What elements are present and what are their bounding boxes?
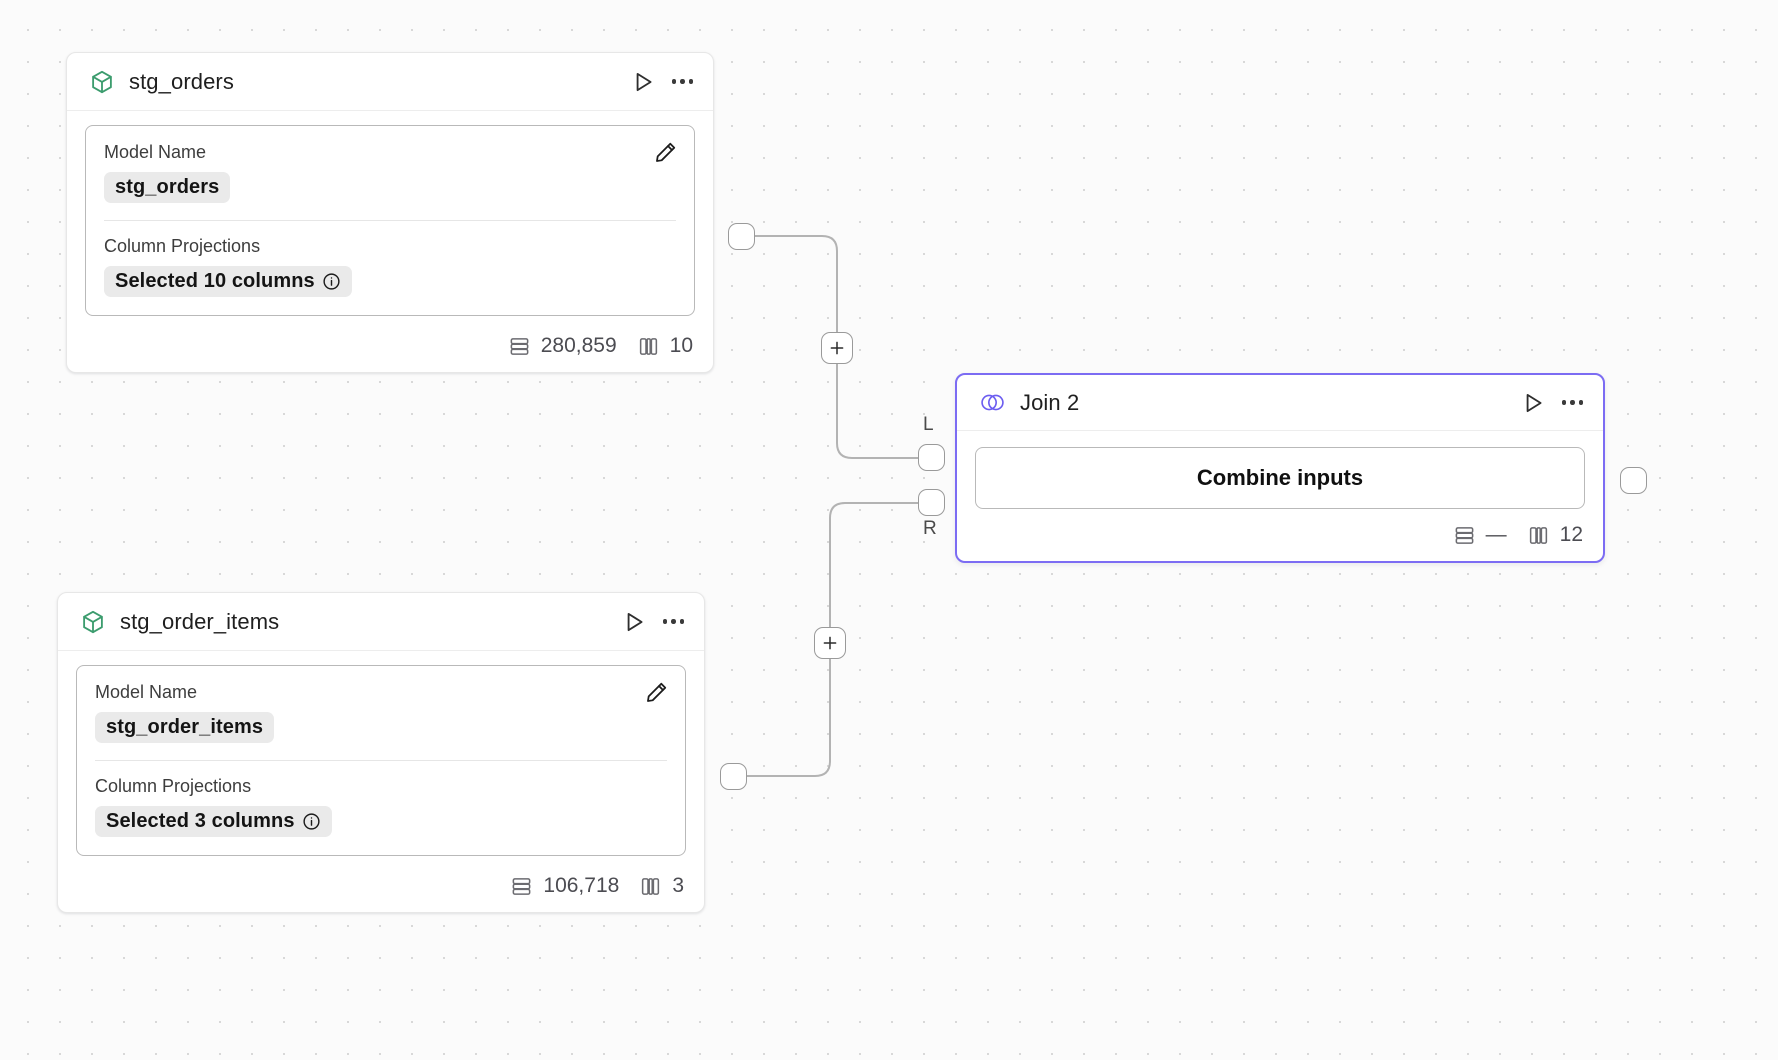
more-options-icon[interactable] bbox=[1561, 400, 1583, 405]
node-footer: — 12 bbox=[957, 515, 1603, 561]
stat-rows-value: 280,859 bbox=[540, 334, 617, 357]
field-divider bbox=[104, 220, 676, 221]
stat-rows: 106,718 bbox=[510, 874, 619, 898]
field-value-column-projections[interactable]: Selected 10 columns bbox=[104, 266, 352, 297]
cube-icon bbox=[89, 69, 115, 95]
stat-rows: — bbox=[1453, 523, 1507, 547]
field-label-model-name: Model Name bbox=[95, 682, 198, 702]
node-body: Model Name stg_orders Column Projections… bbox=[67, 111, 713, 326]
output-port-join-2[interactable] bbox=[1620, 467, 1647, 494]
more-options-icon[interactable] bbox=[662, 619, 684, 624]
stat-columns-value: 3 bbox=[672, 874, 684, 897]
config-box: Model Name stg_orders Column Projections… bbox=[85, 125, 695, 316]
node-footer: 280,859 10 bbox=[67, 326, 713, 372]
cube-icon bbox=[80, 609, 106, 635]
node-title: Join 2 bbox=[1020, 389, 1080, 415]
node-body: Model Name stg_order_items Column Projec… bbox=[58, 651, 704, 866]
node-join-2[interactable]: Join 2 Combine inputs bbox=[955, 373, 1605, 563]
input-port-label-right: R bbox=[923, 518, 937, 539]
play-icon[interactable] bbox=[1520, 390, 1546, 416]
field-value-model-name[interactable]: stg_order_items bbox=[95, 712, 275, 743]
header-actions bbox=[630, 69, 693, 95]
stat-columns-value: 10 bbox=[669, 334, 693, 357]
field-label-column-projections: Column Projections bbox=[104, 236, 261, 256]
field-divider bbox=[95, 760, 667, 761]
node-header: Join 2 bbox=[957, 375, 1603, 431]
columns-icon bbox=[1527, 524, 1550, 547]
pill-text: stg_order_items bbox=[106, 716, 264, 738]
output-port-stg-order-items[interactable] bbox=[720, 763, 747, 790]
field-value-column-projections[interactable]: Selected 3 columns bbox=[95, 806, 332, 837]
stat-rows: 280,859 bbox=[508, 334, 617, 358]
field-label-column-projections: Column Projections bbox=[95, 776, 252, 796]
stat-columns: 12 bbox=[1527, 523, 1583, 547]
play-icon[interactable] bbox=[630, 69, 656, 95]
combine-inputs-button[interactable]: Combine inputs bbox=[975, 447, 1585, 509]
stat-rows-value: 106,718 bbox=[543, 874, 620, 897]
pencil-icon[interactable] bbox=[653, 140, 678, 165]
node-title: stg_orders bbox=[129, 68, 234, 94]
input-port-label-left: L bbox=[923, 414, 934, 435]
stat-columns: 3 bbox=[639, 874, 684, 898]
stat-columns: 10 bbox=[637, 334, 693, 358]
field-label-model-name: Model Name bbox=[104, 142, 207, 162]
stat-columns-value: 12 bbox=[1559, 523, 1583, 546]
stat-rows-value: — bbox=[1485, 523, 1507, 546]
pencil-icon[interactable] bbox=[644, 680, 669, 705]
pill-text: stg_orders bbox=[115, 176, 220, 198]
node-stg-order-items[interactable]: stg_order_items bbox=[57, 592, 705, 913]
node-title: stg_order_items bbox=[120, 608, 280, 634]
play-icon[interactable] bbox=[621, 609, 647, 635]
add-node-button-edge-1[interactable] bbox=[821, 332, 853, 364]
info-icon[interactable] bbox=[302, 812, 321, 831]
rows-icon bbox=[510, 875, 533, 898]
node-footer: 106,718 3 bbox=[58, 866, 704, 912]
rows-icon bbox=[1453, 524, 1476, 547]
pill-text: Selected 3 columns bbox=[106, 810, 295, 832]
venn-join-icon bbox=[979, 389, 1006, 416]
output-port-stg-orders[interactable] bbox=[728, 223, 755, 250]
input-port-join-left[interactable] bbox=[918, 444, 945, 471]
node-stg-orders[interactable]: stg_orders bbox=[66, 52, 714, 373]
field-value-model-name[interactable]: stg_orders bbox=[104, 172, 231, 203]
node-body: Combine inputs bbox=[957, 431, 1603, 515]
node-header: stg_order_items bbox=[58, 593, 704, 651]
add-node-button-edge-2[interactable] bbox=[814, 627, 846, 659]
input-port-join-right[interactable] bbox=[918, 489, 945, 516]
config-box: Model Name stg_order_items Column Projec… bbox=[76, 665, 686, 856]
header-actions bbox=[1520, 390, 1583, 416]
header-actions bbox=[621, 609, 684, 635]
columns-icon bbox=[637, 335, 660, 358]
columns-icon bbox=[639, 875, 662, 898]
rows-icon bbox=[508, 335, 531, 358]
more-options-icon[interactable] bbox=[671, 79, 693, 84]
node-header: stg_orders bbox=[67, 53, 713, 111]
pill-text: Selected 10 columns bbox=[115, 270, 315, 292]
info-icon[interactable] bbox=[322, 272, 341, 291]
